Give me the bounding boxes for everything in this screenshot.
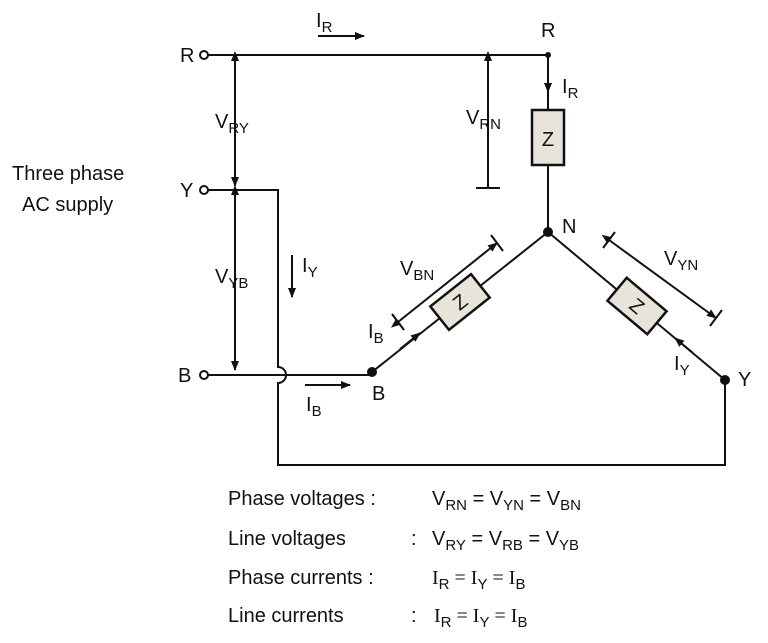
- svg-text:IB: IB: [368, 321, 384, 347]
- svg-text:VRN: VRN: [466, 107, 501, 133]
- label-y-node: Y: [738, 369, 751, 391]
- label-iy-line: IY: [302, 255, 318, 281]
- iy-phase-arrow: [674, 337, 694, 354]
- vyn-tick-2: [709, 309, 723, 327]
- label-b-terminal: B: [178, 365, 191, 387]
- label-r-node: R: [541, 20, 555, 42]
- terminal-y: [199, 185, 209, 195]
- label-ir-phase: IR: [562, 76, 579, 102]
- svg-text:VYB: VYB: [215, 266, 248, 292]
- svg-text:IR: IR: [562, 76, 579, 102]
- equations: Phase voltages : VRN = VYN = VBN Line vo…: [228, 488, 581, 631]
- svg-text:IY: IY: [674, 353, 690, 379]
- ib-phase-arrow: [399, 332, 421, 350]
- impedance-y: Z: [605, 276, 669, 336]
- vbn-arrow: [390, 242, 498, 328]
- svg-text:VRN = VYN = VBN: VRN = VYN = VBN: [432, 488, 581, 514]
- equation-phase-voltages: Phase voltages : VRN = VYN = VBN: [228, 488, 581, 514]
- svg-text:VYN: VYN: [664, 248, 698, 274]
- label-vyb: VYB: [215, 266, 248, 292]
- svg-text:Line currents: Line currents: [228, 605, 344, 627]
- node-y: [720, 375, 730, 385]
- label-vry: VRY: [215, 111, 249, 137]
- svg-text:IR: IR: [316, 10, 333, 36]
- svg-text:IB: IB: [306, 394, 322, 420]
- vyn-tick-1: [602, 231, 616, 249]
- svg-text:Phase voltages :: Phase voltages :: [228, 488, 376, 510]
- svg-text:IR = IY = IB: IR = IY = IB: [432, 567, 525, 593]
- label-y-terminal: Y: [180, 180, 193, 202]
- svg-text:IY: IY: [302, 255, 318, 281]
- supply-label-line-2: AC supply: [22, 194, 113, 216]
- svg-text:IR = IY = IB: IR = IY = IB: [434, 605, 527, 631]
- label-vyn: VYN: [664, 248, 698, 274]
- label-ib-line: IB: [306, 394, 322, 420]
- terminal-r: [199, 50, 209, 60]
- equation-line-currents: Line currents : IR = IY = IB: [228, 605, 527, 631]
- svg-text:VBN: VBN: [400, 258, 434, 284]
- label-n-node: N: [562, 216, 576, 238]
- label-r-terminal: R: [180, 45, 194, 67]
- impedance-r: Z: [530, 108, 566, 167]
- supply-label-line-1: Three phase: [12, 163, 124, 185]
- vyn-arrow: [601, 234, 717, 319]
- line-y-wire: [208, 189, 726, 466]
- svg-text::: :: [411, 528, 417, 550]
- equation-phase-currents: Phase currents : IR = IY = IB: [228, 567, 525, 593]
- terminal-b: [199, 370, 209, 380]
- vbn-tick-2: [490, 234, 504, 252]
- label-ir-line: IR: [316, 10, 333, 36]
- impedance-b: Z: [428, 272, 492, 332]
- svg-text:Line voltages: Line voltages: [228, 528, 346, 550]
- equation-line-voltages: Line voltages : VRY = VRB = VYB: [228, 528, 579, 554]
- label-ib-phase: IB: [368, 321, 384, 347]
- svg-text:VRY = VRB = VYB: VRY = VRB = VYB: [432, 528, 579, 554]
- svg-text::: :: [411, 605, 417, 627]
- node-b: [367, 367, 377, 377]
- node-n: [543, 227, 553, 237]
- label-vrn: VRN: [466, 107, 501, 133]
- label-iy-phase: IY: [674, 353, 690, 379]
- label-vbn: VBN: [400, 258, 434, 284]
- label-b-node: B: [372, 383, 385, 405]
- svg-text:Phase currents :: Phase currents :: [228, 567, 374, 589]
- svg-text:Z: Z: [542, 129, 554, 151]
- svg-text:VRY: VRY: [215, 111, 249, 137]
- vbn-tick-1: [391, 313, 405, 331]
- node-r: [545, 52, 551, 58]
